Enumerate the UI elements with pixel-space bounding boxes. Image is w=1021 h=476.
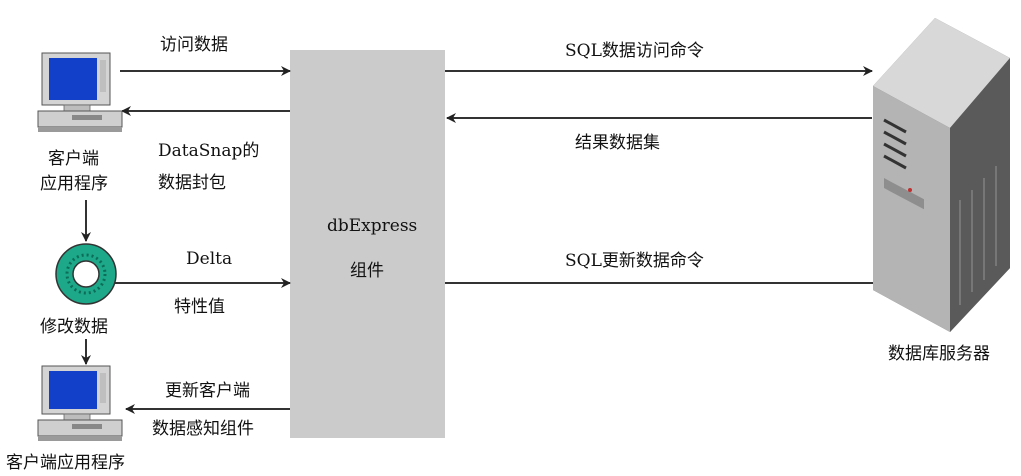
update-client-label-line1: 更新客户端 — [165, 381, 250, 401]
modify-data-ring-icon — [55, 243, 117, 305]
datasnap-packet-label-line1: DataSnap的 — [158, 141, 260, 161]
dbexpress-component-box — [290, 50, 445, 438]
modify-data-label: 修改数据 — [40, 317, 108, 337]
client-app-label-line1: 客户端 — [48, 149, 99, 169]
database-server-icon — [873, 18, 1010, 332]
sql-update-command-label: SQL更新数据命令 — [565, 251, 704, 271]
client-app-label-line2: 应用程序 — [40, 174, 108, 194]
dbexpress-label-line2: 组件 — [350, 261, 384, 281]
update-client-label-line2: 数据感知组件 — [152, 419, 254, 439]
delta-label-line1: Delta — [186, 249, 233, 269]
dbexpress-label-line1: dbExpress — [327, 216, 418, 236]
datasnap-packet-label-line2: 数据封包 — [158, 173, 226, 193]
client-computer-icon — [37, 52, 123, 132]
access-data-label: 访问数据 — [160, 35, 228, 55]
sql-access-command-label: SQL数据访问命令 — [565, 41, 704, 61]
result-set-label: 结果数据集 — [575, 133, 660, 153]
bottom-client-app-caption: 客户端应用程序 — [6, 453, 125, 473]
delta-label-line2: 特性值 — [174, 297, 225, 317]
database-server-label: 数据库服务器 — [888, 344, 990, 364]
client-computer-icon-2 — [37, 365, 123, 441]
